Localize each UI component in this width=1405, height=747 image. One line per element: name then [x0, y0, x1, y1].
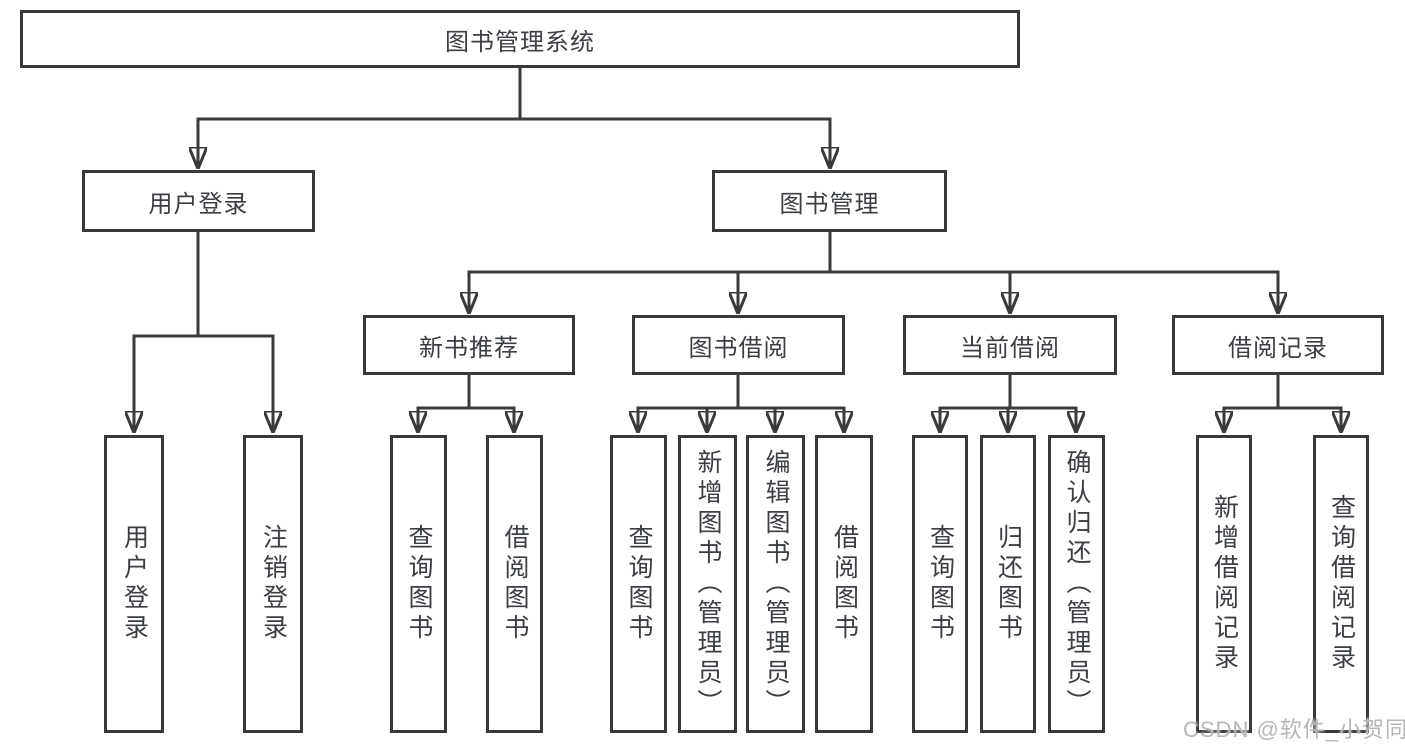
node-label: 借阅图书 [501, 524, 529, 644]
node-label: 确认归还（管理员） [1063, 449, 1091, 719]
node-user-login-group: 用户登录 [82, 170, 315, 232]
node-book-borrowing: 图书借阅 [632, 315, 845, 375]
node-add-borrow-record: 新增借阅记录 [1196, 435, 1252, 733]
node-add-books-admin: 新增图书（管理员） [678, 435, 737, 733]
node-return-books: 归还图书 [980, 435, 1036, 733]
node-logout-login: 注销登录 [243, 435, 303, 733]
node-label: 查询图书 [926, 524, 955, 644]
node-label: 注销登录 [259, 524, 288, 644]
node-label: 图书借阅 [688, 334, 789, 362]
node-borrow-books-recommend: 借阅图书 [486, 435, 543, 733]
node-query-borrow-record: 查询借阅记录 [1313, 435, 1369, 733]
node-library-management-system: 图书管理系统 [20, 10, 1020, 68]
node-label: 借阅图书 [830, 524, 859, 644]
node-user-login: 用户登录 [104, 435, 164, 733]
edge-records-spine [1222, 373, 1343, 410]
node-label: 用户登录 [120, 524, 149, 644]
node-label: 查询借阅记录 [1327, 494, 1356, 674]
node-edit-books-admin: 编辑图书（管理员） [746, 435, 805, 733]
node-label: 新书推荐 [419, 334, 519, 362]
node-confirm-return-admin: 确认归还（管理员） [1048, 435, 1105, 733]
node-current-borrowing: 当前借阅 [903, 315, 1117, 375]
node-label: 当前借阅 [960, 334, 1060, 362]
node-label: 新增借阅记录 [1210, 494, 1239, 674]
node-label: 归还图书 [994, 524, 1023, 644]
node-label: 新增图书（管理员） [694, 449, 722, 719]
node-query-books-borrowing: 查询图书 [610, 435, 667, 733]
node-label: 借阅记录 [1228, 334, 1328, 362]
edge-current-spine [938, 373, 1078, 410]
node-label: 编辑图书（管理员） [762, 449, 790, 719]
edge-recommendation-spine [416, 373, 516, 410]
node-label: 图书管理 [779, 190, 880, 218]
node-borrowing-records: 借阅记录 [1172, 315, 1384, 375]
node-label: 图书管理系统 [445, 28, 595, 56]
node-borrow-books-borrowing: 借阅图书 [815, 435, 873, 733]
edge-user-login-spine [132, 230, 275, 338]
edge-book-management-spine [467, 230, 1280, 274]
node-query-books-recommend: 查询图书 [390, 435, 447, 733]
node-query-books-current: 查询图书 [912, 435, 968, 733]
node-new-book-recommendation: 新书推荐 [363, 315, 575, 375]
node-label: 查询图书 [625, 524, 653, 644]
node-book-management: 图书管理 [712, 170, 947, 232]
node-label: 用户登录 [148, 190, 249, 218]
node-label: 查询图书 [405, 524, 433, 644]
csdn-watermark: CSDN @软件_小贺同学 [1183, 717, 1405, 742]
edge-borrowing-spine [636, 373, 846, 410]
edge-root-spine [196, 66, 832, 121]
